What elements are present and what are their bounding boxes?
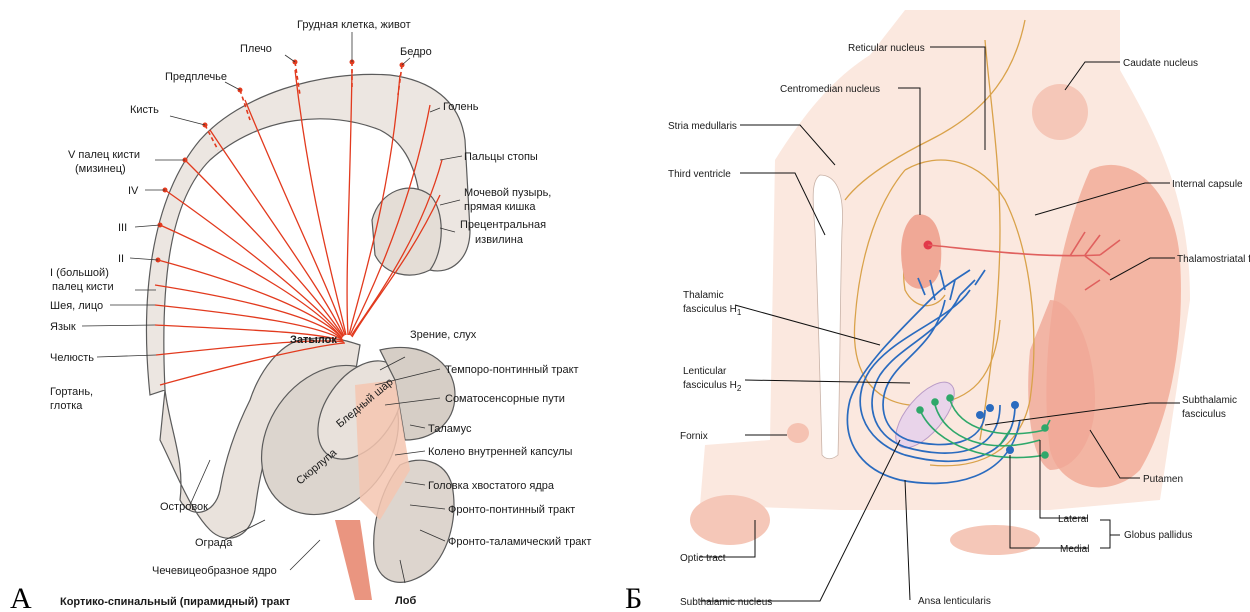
label-optic-tract: Optic tract [680,553,726,564]
panel-a-letter: А [10,582,32,612]
label-insula: Островок [160,501,208,513]
label-iii: III [118,222,127,234]
label-bladder-2: прямая кишка [464,201,536,213]
label-fifth-finger-1: V палец кисти [68,149,140,161]
label-caudate-nucleus: Caudate nucleus [1123,58,1198,69]
label-subthalamic-fasciculus-2: fasciculus [1182,409,1226,420]
label-lentiform: Чечевицеобразное ядро [152,565,277,577]
lenticular-fasciculus-text: fasciculus H [683,380,737,391]
label-tongue: Язык [50,321,76,333]
label-jaw: Челюсть [50,352,94,364]
label-thumb-2: палец кисти [52,281,114,293]
label-vision: Зрение, слух [410,329,477,341]
label-occiput: Затылок [290,334,337,346]
label-fifth-finger-2: (мизинец) [75,163,126,175]
label-bladder-1: Мочевой пузырь, [464,187,551,199]
label-hand: Кисть [130,104,159,116]
lower-pink-mass [950,525,1040,555]
thalamic-fasciculus-text: fasciculus H [683,304,737,315]
panel-b-basal-ganglia: Reticular nucleus Centromedian nucleus C… [625,10,1250,612]
label-subthalamic-fasciculus-1: Subthalamic [1182,395,1237,406]
label-stria-medullaris: Stria medullaris [668,121,737,132]
label-ansa-lenticularis: Ansa lenticularis [918,596,991,607]
optic-tract [690,495,770,545]
label-lenticular-fasciculus-1: Lenticular [683,366,727,377]
label-shin: Голень [443,101,479,113]
label-chest: Грудная клетка, живот [297,19,411,31]
label-third-ventricle: Third ventricle [668,169,731,180]
label-ii: II [118,253,124,265]
label-toes: Пальцы стопы [464,151,538,163]
label-thumb-1: I (большой) [50,267,109,279]
label-forehead: Лоб [395,595,416,607]
label-thalamic-fasciculus-2: fasciculus H1 [683,304,742,317]
label-globus-pallidus: Globus pallidus [1124,530,1192,541]
label-internal-capsule: Internal capsule [1172,179,1243,190]
label-putamen: Putamen [1143,474,1183,485]
label-larynx-2: глотка [50,400,83,412]
label-thalamus-ru: Таламус [428,423,472,435]
label-centromedian-nucleus: Centromedian nucleus [780,84,880,95]
label-somatosensory: Соматосенсорные пути [445,393,565,405]
label-fronto-thalamic: Фронто-таламический тракт [448,536,591,548]
label-thigh: Бедро [400,46,432,58]
caudate-nucleus [1032,84,1088,140]
label-fronto-pontine: Фронто-понтинный тракт [448,504,575,516]
label-thalamostriatal-fibres: Thalamostriatal fibres [1177,254,1250,265]
thalamic-fasciculus-subscript: 1 [737,308,742,317]
panel-a-brain-section: Грудная клетка, живот Плечо Бедро Предпл… [10,19,591,612]
label-precentral-1: Прецентральная [460,219,546,231]
label-neck: Шея, лицо [50,300,103,312]
label-claustrum: Ограда [195,537,233,549]
centromedian-nucleus [901,214,941,288]
label-precentral-2: извилина [475,234,524,246]
corticospinal-bundle [335,520,372,600]
label-temporo-pontine: Темпоро-понтинный тракт [445,364,579,376]
label-subthalamic-nucleus: Subthalamic nucleus [680,597,772,608]
label-lateral: Lateral [1058,514,1089,525]
label-caudate-head: Головка хвостатого ядра [428,480,555,492]
label-shoulder: Плечо [240,43,272,55]
label-corticospinal: Кортико-спинальный (пирамидный) тракт [60,596,291,608]
label-thalamic-fasciculus-1: Thalamic [683,290,724,301]
label-lenticular-fasciculus-2: fasciculus H2 [683,380,742,393]
fornix [787,423,809,443]
panel-b-letter: Б [625,582,642,612]
label-forearm: Предплечье [165,71,227,83]
lenticular-fasciculus-subscript: 2 [737,384,742,393]
label-reticular-nucleus: Reticular nucleus [848,43,925,54]
label-larynx-1: Гортань, [50,386,93,398]
label-medial: Medial [1060,544,1089,555]
label-genu: Колено внутренней капсулы [428,446,573,458]
label-iv: IV [128,185,139,197]
label-fornix: Fornix [680,431,708,442]
